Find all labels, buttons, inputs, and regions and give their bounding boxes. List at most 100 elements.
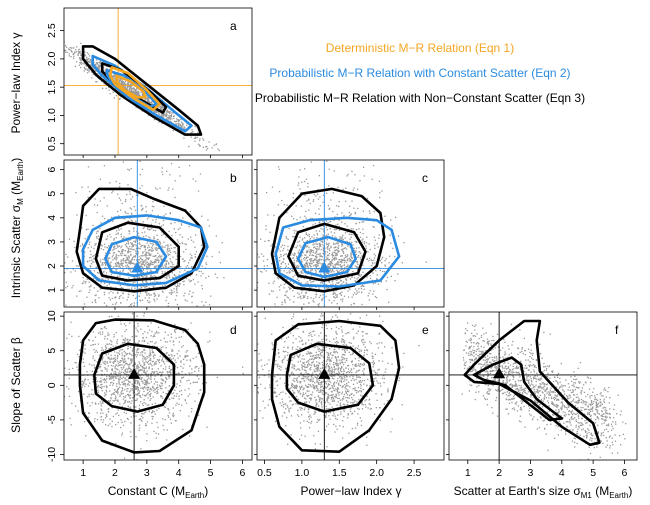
- sample-point: [128, 266, 130, 268]
- sample-point: [356, 266, 358, 268]
- sample-point: [176, 286, 178, 288]
- sample-point: [297, 309, 298, 310]
- sample-point: [335, 267, 337, 269]
- sample-point: [149, 350, 151, 352]
- sample-point: [140, 415, 143, 417]
- sample-point: [146, 384, 148, 386]
- sample-point: [171, 262, 173, 264]
- sample-point: [340, 261, 342, 264]
- sample-point: [330, 261, 333, 263]
- sample-point: [202, 146, 204, 148]
- sample-point: [64, 262, 66, 264]
- sample-point: [307, 265, 309, 267]
- sample-point: [82, 62, 84, 64]
- sample-point: [186, 300, 188, 302]
- sample-point: [122, 85, 125, 87]
- sample-point: [170, 422, 172, 424]
- sample-point: [177, 123, 179, 125]
- sample-point: [284, 253, 286, 255]
- sample-point: [375, 270, 377, 272]
- sample-point: [150, 102, 152, 104]
- sample-point: [156, 234, 158, 236]
- sample-point: [166, 296, 168, 298]
- sample-point: [286, 296, 288, 298]
- sample-point: [312, 244, 314, 246]
- sample-point: [176, 288, 178, 290]
- sample-point: [164, 264, 166, 266]
- sample-point: [341, 243, 343, 245]
- sample-point: [327, 222, 329, 224]
- sample-point: [142, 227, 144, 230]
- sample-point: [151, 227, 153, 230]
- sample-point: [133, 88, 135, 90]
- sample-point: [320, 255, 322, 257]
- sample-point: [311, 254, 314, 256]
- sample-point: [160, 105, 162, 108]
- sample-point: [146, 440, 148, 442]
- y-tick-label: 1.5: [46, 80, 58, 95]
- sample-point: [151, 351, 154, 354]
- sample-point: [197, 190, 200, 192]
- sample-point: [281, 199, 283, 202]
- sample-point: [167, 189, 169, 191]
- sample-point: [146, 268, 148, 271]
- sample-point: [310, 140, 311, 141]
- sample-point: [330, 231, 332, 233]
- sample-point: [184, 243, 186, 245]
- sample-point: [175, 252, 177, 255]
- sample-point: [173, 117, 175, 119]
- sample-point: [116, 261, 118, 264]
- sample-point: [141, 92, 143, 94]
- sample-point: [293, 282, 295, 284]
- sample-point: [112, 190, 114, 192]
- sample-point: [89, 260, 91, 262]
- sample-point: [122, 237, 125, 240]
- sample-point: [113, 376, 115, 378]
- sample-point: [338, 205, 340, 208]
- sample-point: [338, 313, 339, 314]
- sample-point: [157, 252, 159, 254]
- sample-point: [100, 65, 102, 67]
- sample-point: [309, 239, 311, 241]
- sample-point: [349, 205, 351, 207]
- sample-point: [183, 280, 185, 282]
- sample-point: [166, 352, 168, 354]
- sample-point: [178, 372, 180, 375]
- sample-point: [258, 256, 260, 258]
- sample-point: [93, 204, 96, 206]
- sample-point: [114, 297, 116, 299]
- sample-point: [77, 54, 79, 56]
- sample-point: [304, 259, 306, 261]
- sample-point: [105, 252, 107, 254]
- sample-point: [112, 415, 114, 418]
- sample-point: [180, 266, 182, 268]
- sample-point: [193, 137, 196, 139]
- sample-point: [128, 288, 130, 290]
- sample-point: [305, 257, 307, 260]
- sample-point: [127, 255, 130, 257]
- sample-point: [89, 250, 91, 252]
- sample-point: [265, 225, 267, 227]
- sample-point: [349, 259, 351, 261]
- sample-point: [282, 258, 285, 260]
- sample-point: [172, 263, 174, 265]
- sample-point: [123, 360, 125, 362]
- sample-point: [105, 347, 108, 350]
- sample-point: [115, 255, 117, 258]
- sample-point: [164, 260, 166, 262]
- sample-point: [346, 240, 348, 243]
- sample-point: [145, 256, 147, 258]
- sample-point: [143, 226, 145, 229]
- sample-point: [70, 50, 72, 52]
- sample-point: [161, 106, 164, 108]
- sample-point: [112, 254, 114, 256]
- sample-point: [127, 252, 129, 254]
- sample-point: [103, 291, 105, 293]
- sample-point: [104, 263, 107, 265]
- sample-point: [350, 236, 352, 238]
- sample-point: [316, 256, 318, 258]
- sample-point: [168, 250, 170, 252]
- sample-point: [84, 348, 86, 350]
- sample-point: [351, 276, 353, 278]
- sample-point: [65, 304, 67, 306]
